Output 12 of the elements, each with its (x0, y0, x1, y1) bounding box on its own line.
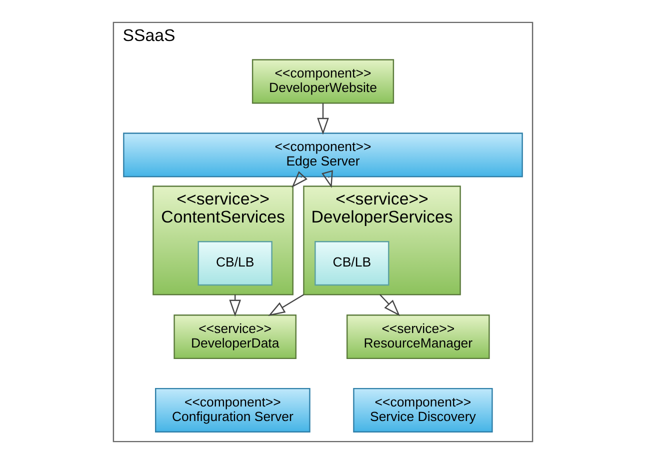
arrow (321, 170, 332, 188)
arrow (316, 103, 328, 135)
node-box: CB/LB (314, 241, 389, 286)
arrow (268, 294, 304, 316)
node-box: <<component>> Configuration Server (154, 388, 310, 433)
arrow (379, 294, 400, 316)
node-box: CB/LB (197, 241, 272, 286)
node-box: <<service>> DeveloperData (173, 314, 296, 360)
node-box: <<component>> Service Discovery (352, 388, 492, 433)
arrow (291, 171, 307, 188)
node-box: <<service>> ResourceManager (346, 314, 490, 360)
node-box: <<component>> DeveloperWebsite (251, 59, 394, 104)
